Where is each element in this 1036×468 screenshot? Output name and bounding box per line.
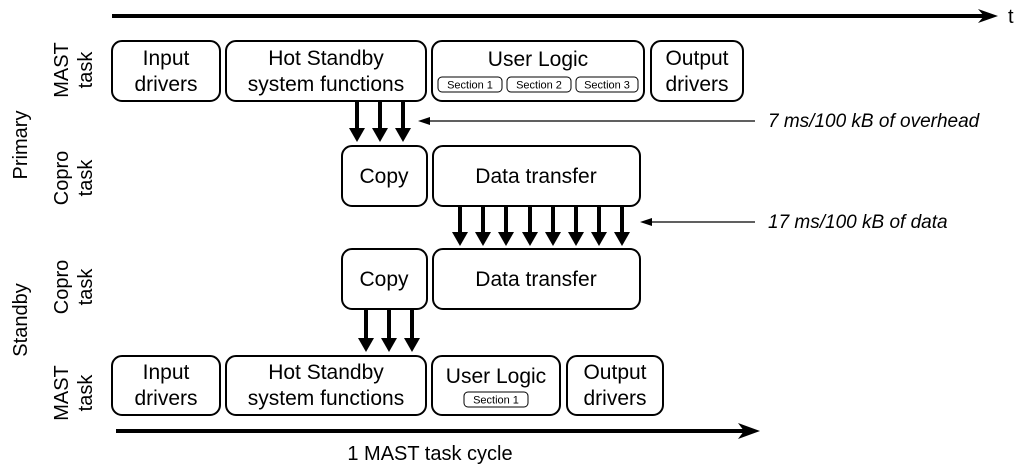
cycle-label: 1 MAST task cycle [347,443,512,465]
svg-text:system functions: system functions [248,73,404,96]
primary-hot-standby-box: Hot Standby system functions [225,40,427,102]
svg-text:Section 3: Section 3 [584,80,630,92]
group-label-standby: Standby [10,283,32,356]
standby-section-1: Section 1 [463,391,529,408]
standby-copy-arrows [358,309,420,352]
svg-text:MAST: MAST [51,42,73,98]
svg-text:Copy: Copy [359,268,409,291]
svg-text:drivers: drivers [665,73,728,96]
standby-hot-standby-box: Hot Standby system functions [225,355,427,416]
svg-text:task: task [75,268,97,306]
svg-text:Copro: Copro [51,260,73,314]
svg-text:Hot Standby: Hot Standby [268,361,384,384]
primary-copy-box: Copy [341,145,428,207]
standby-copy-box: Copy [341,248,428,310]
group-label-primary: Primary [10,111,32,180]
standby-output-drivers-box: Output drivers [566,355,664,416]
svg-text:Data transfer: Data transfer [475,165,596,188]
svg-text:Hot Standby: Hot Standby [268,47,384,70]
svg-text:Standby: Standby [10,283,32,356]
svg-text:task: task [75,374,97,412]
svg-text:Input: Input [143,47,190,70]
data-transfer-arrows [452,206,630,246]
svg-text:MAST: MAST [51,365,73,421]
time-axis-label: t [1008,6,1014,28]
svg-text:Section 1: Section 1 [473,395,519,407]
svg-text:User Logic: User Logic [446,365,546,388]
primary-section-2: Section 2 [506,76,572,93]
svg-text:Input: Input [143,361,190,384]
svg-text:Output: Output [665,47,728,70]
svg-text:Section 1: Section 1 [447,80,493,92]
primary-section-1: Section 1 [437,76,503,93]
svg-text:drivers: drivers [134,387,197,410]
data-note-pointer [640,218,755,226]
svg-text:Output: Output [583,361,646,384]
primary-input-drivers-box: Input drivers [111,40,221,102]
overhead-note-pointer [418,117,755,125]
standby-input-drivers-box: Input drivers [111,355,221,416]
svg-text:Data transfer: Data transfer [475,268,596,291]
row-label-primary-copro: Copro task [51,151,97,205]
svg-text:task: task [75,159,97,197]
primary-output-drivers-box: Output drivers [650,40,744,102]
svg-text:Section 2: Section 2 [516,80,562,92]
time-axis-arrowhead [978,9,998,23]
data-note: 17 ms/100 kB of data [768,212,948,233]
svg-text:Copro: Copro [51,151,73,205]
svg-text:drivers: drivers [134,73,197,96]
standby-data-transfer-box: Data transfer [432,248,641,310]
primary-data-transfer-box: Data transfer [432,145,641,207]
svg-text:Primary: Primary [10,111,32,180]
svg-text:drivers: drivers [583,387,646,410]
row-label-standby-copro: Copro task [51,260,97,314]
overhead-arrows [349,101,411,142]
cycle-arrowhead [738,423,760,439]
primary-section-3: Section 3 [575,76,639,93]
row-label-standby-mast: MAST task [51,365,97,421]
svg-text:Copy: Copy [359,165,409,188]
svg-text:system functions: system functions [248,387,404,410]
overhead-note: 7 ms/100 kB of overhead [768,111,981,132]
row-label-primary-mast: MAST task [51,42,97,98]
svg-text:task: task [75,51,97,89]
svg-text:User Logic: User Logic [488,48,588,71]
